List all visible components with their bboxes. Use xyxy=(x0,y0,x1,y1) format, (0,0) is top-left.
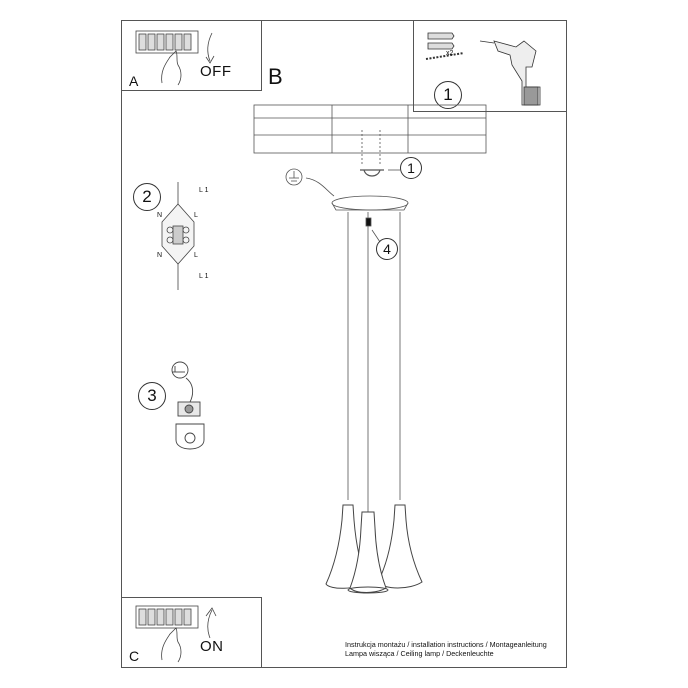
wire-label-l-top: L xyxy=(194,212,198,219)
cable-clamp-icon xyxy=(365,217,372,227)
step-1-badge: 1 xyxy=(434,81,462,109)
footer: Instrukcja montażu / installation instru… xyxy=(345,640,547,658)
panel-c-switch-on: C ON xyxy=(121,597,262,668)
footer-line-1: Instrukcja montażu / installation instru… xyxy=(345,640,547,649)
wire-label-n-top: N xyxy=(157,212,163,219)
drill-icon xyxy=(425,32,541,106)
wire-label-n-bottom: N xyxy=(157,252,163,259)
canopy-icon xyxy=(331,195,409,211)
pendant-lamp-icon xyxy=(325,504,423,594)
step-1b-badge: 1 xyxy=(400,157,422,179)
step-4-badge: 4 xyxy=(376,238,398,260)
panel-c-letter: C xyxy=(129,648,140,664)
panel-a-letter: A xyxy=(129,73,139,89)
mounting-bracket-icon xyxy=(360,169,384,177)
terminal-block-icon xyxy=(161,182,195,290)
panel-b-letter: B xyxy=(268,64,283,89)
ceiling-icon xyxy=(253,104,487,154)
step-2-badge: 2 xyxy=(133,183,161,211)
wire-label-l-bottom: L xyxy=(194,252,198,259)
switch-on-icon xyxy=(135,605,217,663)
off-label: OFF xyxy=(200,63,232,80)
on-label: ON xyxy=(200,638,224,655)
wire-label-l1-bottom: L 1 xyxy=(199,273,209,280)
wire-label-l1-top: L 1 xyxy=(199,187,209,194)
step-3-badge: 3 xyxy=(138,382,166,410)
quantity-label: x2 xyxy=(446,50,454,57)
panel-step-1-drilling: x2 1 xyxy=(413,20,567,112)
switch-off-icon xyxy=(135,30,215,86)
panel-a-switch-off: A OFF xyxy=(121,20,262,91)
footer-line-2: Lampa wisząca / Ceiling lamp / Deckenleu… xyxy=(345,648,494,658)
ring-connector-icon xyxy=(171,361,205,450)
ground-icon xyxy=(285,168,303,186)
instruction-sheet xyxy=(121,20,567,668)
